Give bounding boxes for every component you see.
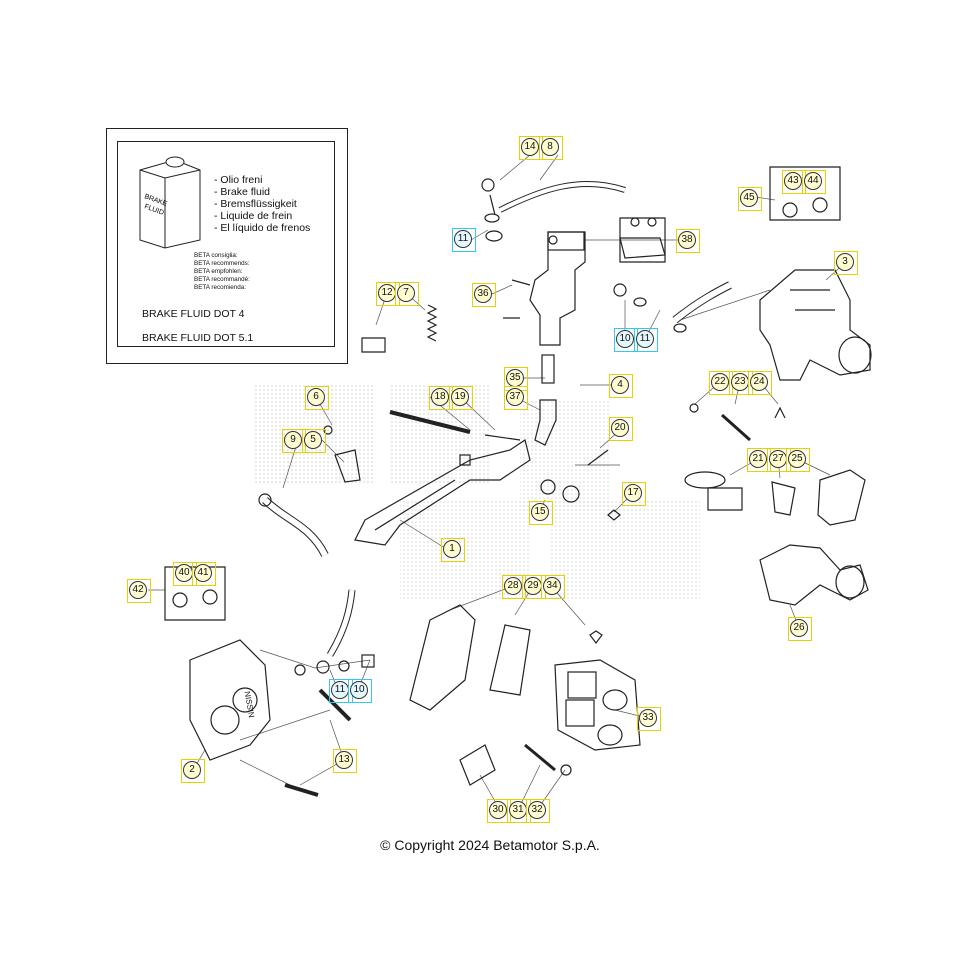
fluid-can-icon: BRAKE FLUID: [139, 156, 201, 249]
callout-tag-frame: [539, 136, 563, 160]
callout-44: 44: [804, 172, 822, 190]
callout-36: 36: [474, 285, 492, 303]
callout-38: 38: [678, 231, 696, 249]
fluid-lang-es: - El líquido de frenos: [214, 222, 311, 234]
callout-tag-frame: [302, 429, 326, 453]
callout-9: 9: [284, 431, 302, 449]
callout-tag-frame: [609, 374, 633, 398]
callout-tag-frame: [609, 417, 633, 441]
callout-6: 6: [307, 388, 325, 406]
callout-15: 15: [531, 503, 549, 521]
fluid-recommendation-list: BETA consiglia: BETA recommends: BETA em…: [194, 252, 250, 292]
callout-tag-frame: [305, 386, 329, 410]
copyright-text: © Copyright 2024 Betamotor S.p.A.: [380, 837, 600, 853]
callout-25: 25: [788, 450, 806, 468]
callout-21: 21: [749, 450, 767, 468]
fluid-spec-dot51: BRAKE FLUID DOT 5.1: [142, 332, 254, 344]
callout-tag-frame: [449, 386, 473, 410]
callout-tag-frame: [333, 749, 357, 773]
callout-37: 37: [506, 388, 524, 406]
callout-tag-frame: [786, 448, 810, 472]
callout-tag-frame: [541, 575, 565, 599]
callout-23: 23: [731, 373, 749, 391]
callout-10: 10: [616, 330, 634, 348]
rec-it: BETA consiglia:: [194, 252, 238, 259]
fluid-language-list: - Olio freni - Brake fluid - Bremsflüssi…: [214, 174, 310, 234]
callout-26: 26: [790, 619, 808, 637]
callout-tag-frame: [738, 187, 762, 211]
callout-tag-frame: [395, 282, 419, 306]
callout-1: 1: [443, 540, 461, 558]
callout-5: 5: [304, 431, 322, 449]
fluid-spec-dot4: BRAKE FLUID DOT 4: [142, 308, 245, 320]
fluid-lang-en: - Brake fluid: [214, 186, 271, 198]
callout-11: 11: [454, 230, 472, 248]
callout-18: 18: [431, 388, 449, 406]
callout-14: 14: [521, 138, 539, 156]
leader-lines: [148, 154, 847, 811]
callout-20: 20: [611, 419, 629, 437]
callout-tag-frame: [676, 229, 700, 253]
callout-tag-frame: [622, 482, 646, 506]
callout-28: 28: [504, 577, 522, 595]
callout-24: 24: [750, 373, 768, 391]
callout-34: 34: [543, 577, 561, 595]
callout-30: 30: [489, 801, 507, 819]
rec-fr: BETA recommandé:: [194, 276, 250, 283]
callout-13: 13: [335, 751, 353, 769]
callout-tag-frame: [748, 371, 772, 395]
callout-2: 2: [183, 761, 201, 779]
callout-7: 7: [397, 284, 415, 302]
callout-tag-frame: [181, 759, 205, 783]
callout-11: 11: [636, 330, 654, 348]
callout-tag-frame: [834, 251, 858, 275]
fluid-lang-it: - Olio freni: [214, 174, 263, 186]
callout-tag-frame: [529, 501, 553, 525]
callout-32: 32: [528, 801, 546, 819]
callout-8: 8: [541, 138, 559, 156]
rec-de: BETA empfohlen:: [194, 268, 243, 275]
callout-3: 3: [836, 253, 854, 271]
brake-fluid-box: BRAKE FLUID - Olio freni - Brake fluid -…: [106, 128, 348, 364]
callout-10: 10: [350, 681, 368, 699]
callout-22: 22: [711, 373, 729, 391]
callout-tag-frame: [788, 617, 812, 641]
rec-en: BETA recommends:: [194, 260, 250, 267]
callout-33: 33: [639, 709, 657, 727]
callout-43: 43: [784, 172, 802, 190]
watermark-dots: [255, 385, 700, 600]
brake-fluid-box-inner: BRAKE FLUID - Olio freni - Brake fluid -…: [117, 141, 335, 347]
callout-tag-frame: [526, 799, 550, 823]
callout-4: 4: [611, 376, 629, 394]
callout-45: 45: [740, 189, 758, 207]
callout-19: 19: [451, 388, 469, 406]
callout-42: 42: [129, 581, 147, 599]
callout-tag-frame: [472, 283, 496, 307]
callout-tag-frame: [637, 707, 661, 731]
callout-tag-frame: [504, 386, 528, 410]
callout-tag-frame: [127, 579, 151, 603]
callout-tag-frame: [441, 538, 465, 562]
callout-tag-frame: [802, 170, 826, 194]
fluid-lang-de: - Bremsflüssigkeit: [214, 198, 297, 210]
callout-tag-frame: [452, 228, 476, 252]
callout-31: 31: [509, 801, 527, 819]
callout-tag-frame: [348, 679, 372, 703]
callout-41: 41: [194, 564, 212, 582]
callout-17: 17: [624, 484, 642, 502]
callout-tag-frame: [634, 328, 658, 352]
fluid-lang-fr: - Liquide de frein: [214, 210, 293, 222]
callout-tag-frame: [192, 562, 216, 586]
rec-es: BETA recomienda:: [194, 284, 247, 291]
